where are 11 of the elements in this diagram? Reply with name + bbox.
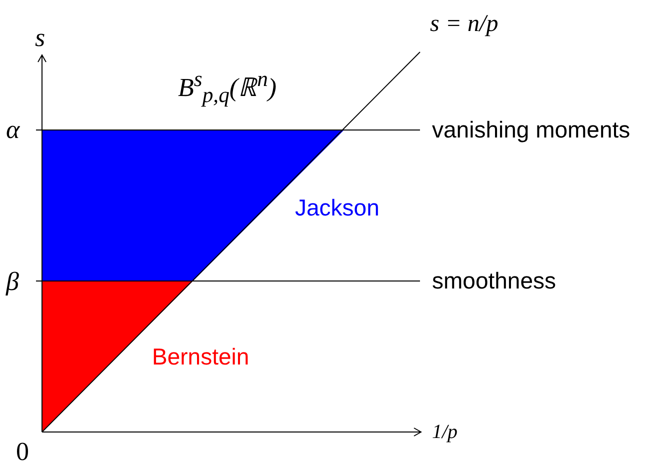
- axis-label: s = n/p: [430, 12, 498, 36]
- axis-label: s: [35, 25, 46, 51]
- axis-label: β: [6, 269, 19, 295]
- axis-label: smoothness: [432, 270, 556, 292]
- axis-label: B$^{s}$$_{p,q}$(ℝ$^{n}$): [178, 69, 277, 107]
- axis-label: Jackson: [295, 196, 380, 220]
- axis-label: vanishing moments: [432, 118, 630, 142]
- axis-label: α: [6, 117, 20, 143]
- axis-label: Bernstein: [152, 346, 250, 368]
- axis-label: 1/p: [432, 422, 458, 442]
- axis-label: 0: [16, 439, 29, 462]
